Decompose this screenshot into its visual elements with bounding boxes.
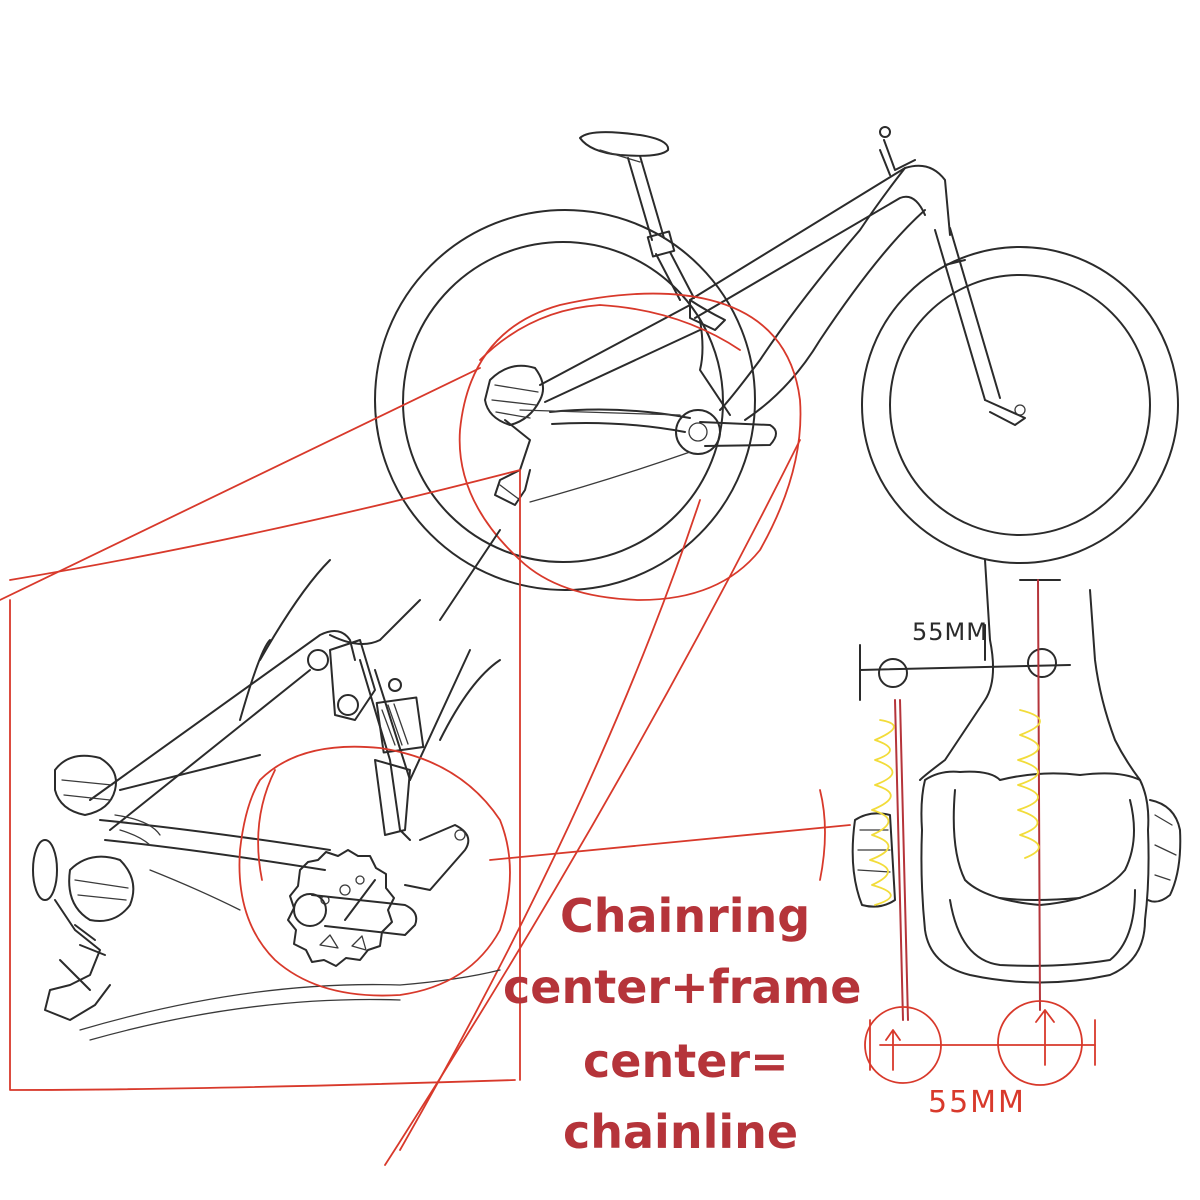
- zoom-rear-derailleur: [32, 839, 111, 1021]
- yellow-highlight-left: [869, 719, 895, 906]
- chainline-markers: [859, 624, 1071, 701]
- zoom-chain: [79, 869, 501, 1041]
- crank-left: [851, 812, 896, 908]
- zoom-chainstay: [99, 754, 331, 871]
- callout-drivetrain-circle: [458, 292, 802, 601]
- annotation-line-2: center+frame: [503, 960, 862, 1014]
- annotation-line-4: chainline: [563, 1105, 798, 1159]
- callout-to-detail-line: [489, 789, 851, 881]
- callout-zoom-lines: [0, 367, 801, 1166]
- rear-wheel: [374, 209, 756, 591]
- annotation-line-1: Chainring: [560, 889, 810, 943]
- handlebar: [879, 126, 916, 176]
- zoom-chainring: [287, 849, 395, 967]
- yellow-highlight-right: [1017, 709, 1041, 859]
- crank-right: [1147, 799, 1182, 903]
- front-wheel: [861, 246, 1179, 564]
- frame: [539, 164, 951, 433]
- crank-arm-top: [699, 421, 777, 447]
- zoom-frame-tubes: [89, 529, 501, 841]
- chainline-dark-red: [894, 579, 1041, 1021]
- cassette: [484, 364, 545, 426]
- zoom-linkage: [307, 639, 425, 836]
- rear-derailleur: [494, 419, 531, 506]
- chain-top: [519, 409, 691, 503]
- bike-side-view: [374, 126, 1179, 591]
- dimension-bottom: [864, 1000, 1096, 1086]
- top-dimension-label: 55MM: [912, 618, 988, 646]
- annotation-line-3: center=: [583, 1034, 789, 1088]
- bottom-dimension-label: 55MM: [928, 1085, 1026, 1120]
- fork: [934, 227, 1026, 426]
- bottom-bracket-shell: [920, 770, 1150, 984]
- zoom-callout-circle: [238, 745, 511, 997]
- chainring-top: [675, 409, 721, 455]
- zoom-crank-arm: [293, 824, 470, 936]
- seatpost: [627, 155, 695, 301]
- seat-tube-section: [919, 559, 1141, 781]
- zoom-cassette: [54, 754, 135, 922]
- zoomed-drivetrain-detail: [32, 529, 511, 1041]
- saddle: [579, 131, 670, 163]
- annotation-note: Chainring center+frame center= chainline: [503, 889, 862, 1159]
- frame-cross-section: [851, 559, 1182, 1086]
